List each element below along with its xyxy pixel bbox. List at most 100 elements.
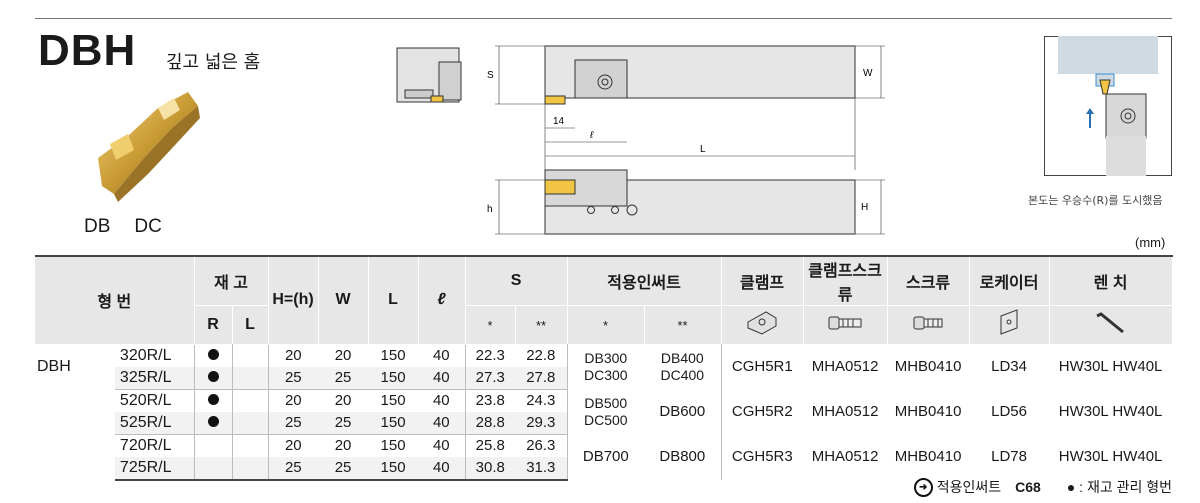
application-diagram — [1044, 36, 1172, 176]
dim-s: S — [487, 70, 494, 81]
th-model: 형 번 — [35, 256, 195, 345]
cell-clamp-screw: MHA0512 — [811, 448, 879, 466]
cell-s1: 30.8 — [464, 456, 516, 481]
cell-s1: 22.3 — [464, 344, 516, 367]
th-s: S — [465, 256, 568, 306]
cell-locator: LD34 — [991, 358, 1027, 375]
th-locator: 로케이터 — [969, 256, 1050, 306]
insert-label-db: DB — [84, 216, 111, 237]
stock-dot — [207, 394, 219, 405]
locator-icon — [969, 305, 1050, 344]
cell-s2: 24.3 — [526, 392, 556, 409]
dim-w: W — [863, 68, 873, 79]
top-rule — [35, 18, 1172, 19]
cell-l: 40 — [432, 347, 450, 364]
insert-2: DB600 — [659, 403, 706, 420]
dim-l: ℓ — [589, 130, 594, 141]
stock-dot — [207, 348, 219, 360]
cell-w: 25 — [318, 456, 369, 481]
arrow-circle-icon: ➜ — [913, 477, 933, 497]
th-clamp: 클램프 — [721, 256, 804, 306]
table-row: 720R/L 20 20 150 40 25.8 26.3 DB700 DB80… — [35, 434, 1172, 480]
cell-L: 150 — [380, 392, 406, 409]
page-title: DBH — [38, 26, 137, 75]
cell-l: 40 — [432, 392, 450, 409]
insert-image — [98, 92, 200, 202]
tool-drawing: S W 14 ℓ L h H — [396, 45, 885, 235]
th-l: ℓ — [418, 256, 466, 345]
cell-h: 20 — [267, 389, 319, 412]
cell-L: 150 — [368, 456, 419, 481]
footer: ➜ 적용인써트 C68 ● : 재고 관리 형번 — [913, 477, 1172, 497]
cell-wrench: HW30L HW40L — [1058, 403, 1163, 420]
ref-page: C68 — [1015, 479, 1041, 495]
dim-h: h — [487, 204, 493, 215]
cell-screw: MHB0410 — [894, 358, 962, 375]
insert-2: DB800 — [659, 448, 706, 466]
stock-dot — [207, 416, 219, 427]
cell-s2: 27.8 — [515, 366, 568, 390]
dim-L: L — [700, 144, 706, 155]
cell-s1: 25.8 — [464, 434, 516, 457]
stock-legend: ● : 재고 관리 형번 — [1066, 479, 1172, 495]
stock-dot — [207, 371, 219, 382]
th-stock-r: R — [194, 305, 233, 344]
th-stock-l: L — [232, 305, 269, 344]
insert-reference-link[interactable]: ➜ 적용인써트 C68 — [913, 477, 1041, 497]
th-clamp-screw: 클램프스크류 — [803, 256, 888, 306]
page-subtitle: 깊고 넓은 홈 — [166, 52, 261, 73]
cell-l: 40 — [418, 456, 466, 481]
cell-w: 20 — [334, 392, 352, 409]
th-s1: * — [465, 305, 516, 344]
cell-w: 25 — [318, 366, 369, 390]
cell-w: 25 — [318, 411, 369, 435]
cell-w: 20 — [334, 437, 352, 454]
cell-clamp-screw: MHA0512 — [811, 403, 879, 420]
series-name: DBH — [37, 357, 71, 375]
th-h: H=(h) — [268, 256, 319, 345]
model-code: 525R/L — [115, 411, 195, 435]
cell-clamp: CGH5R3 — [720, 434, 804, 480]
cell-s2: 29.3 — [515, 411, 568, 435]
th-i1: * — [567, 305, 645, 344]
cell-s2: 22.8 — [526, 346, 556, 364]
clamp-icon — [721, 305, 804, 344]
model-code: 520R/L — [119, 391, 172, 409]
model-code: 320R/L — [119, 346, 172, 364]
cell-s2: 26.3 — [526, 437, 556, 454]
th-s2: ** — [515, 305, 568, 344]
cell-h: 25 — [267, 366, 319, 390]
cell-wrench: HW30L HW40L — [1058, 448, 1163, 466]
cell-screw: MHB0410 — [894, 448, 962, 466]
th-i2: ** — [644, 305, 722, 344]
cell-h: 25 — [267, 456, 319, 481]
th-screw: 스크류 — [887, 256, 970, 306]
cell-s1: 28.8 — [464, 411, 516, 435]
clamp-screw-icon — [803, 305, 888, 344]
model-code: 720R/L — [119, 436, 172, 454]
model-code: 725R/L — [115, 456, 195, 481]
cell-L: 150 — [368, 411, 419, 435]
cell-w: 20 — [334, 347, 352, 364]
cell-s2: 31.3 — [515, 456, 568, 481]
cell-L: 150 — [380, 347, 406, 364]
insert-1: DB700 — [566, 434, 645, 480]
spec-table: 형 번 재 고 H=(h) W L ℓ S 적용인써트 클램프 클램프스크류 스… — [35, 255, 1173, 481]
th-insert: 적용인써트 — [567, 256, 722, 306]
th-stock: 재 고 — [194, 256, 269, 306]
model-code: 325R/L — [115, 366, 195, 390]
ref-label: 적용인써트 — [936, 479, 1002, 495]
cell-screw: MHB0410 — [894, 403, 962, 420]
cell-wrench: HW30L HW40L — [1058, 358, 1163, 375]
th-wrench: 렌 치 — [1049, 256, 1173, 306]
cell-h: 20 — [267, 344, 319, 367]
cell-locator: LD56 — [991, 403, 1027, 420]
cell-L: 150 — [368, 366, 419, 390]
cell-l: 40 — [418, 366, 466, 390]
cell-h: 25 — [267, 411, 319, 435]
